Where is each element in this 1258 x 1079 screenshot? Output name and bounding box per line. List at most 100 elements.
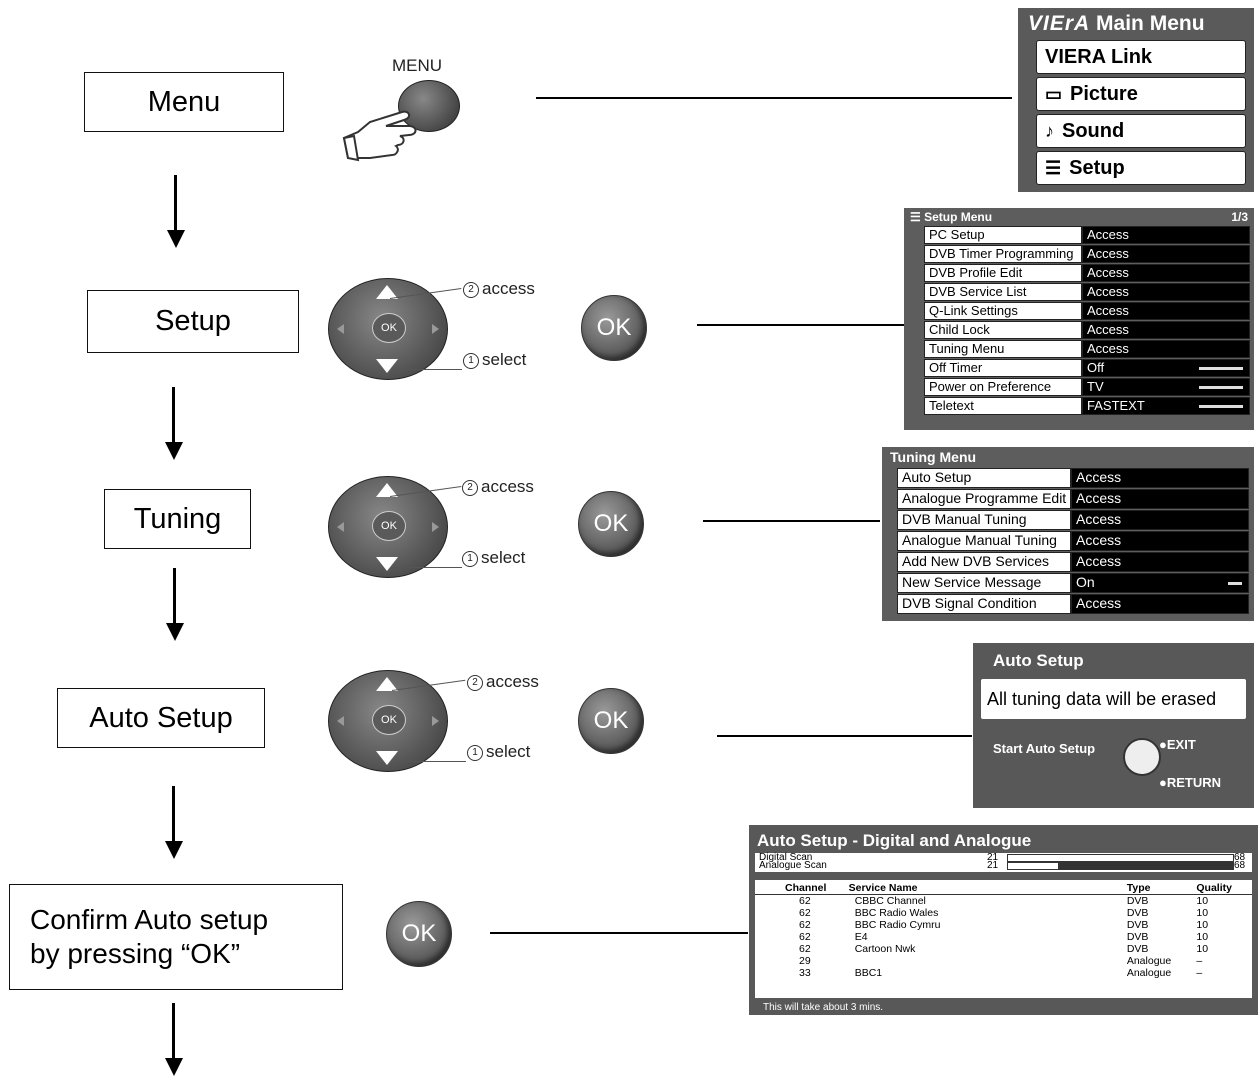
setup-menu-row-value[interactable]: TV (1082, 378, 1250, 396)
dpad-ok-button[interactable]: OK (372, 511, 406, 541)
dpad-tuning[interactable]: OK (328, 476, 448, 578)
ok-button-setup[interactable]: OK (581, 295, 647, 361)
main-menu-item-sound[interactable]: ♪Sound (1036, 114, 1246, 148)
step-confirm: Confirm Auto setup by pressing “OK” (9, 884, 343, 990)
menu-button[interactable] (398, 80, 460, 132)
main-menu-heading: Main Menu (1096, 12, 1205, 35)
digital-scan-label: Digital Scan (759, 852, 813, 863)
auto-setup-return[interactable]: ●RETURN (1159, 775, 1222, 790)
select-label: select (482, 350, 527, 369)
dpad-left-icon[interactable] (337, 522, 344, 532)
auto-setup-exit[interactable]: ●EXIT (1159, 737, 1196, 752)
tuning-menu-row-value[interactable]: On (1071, 573, 1249, 593)
tuning-menu-row-value[interactable]: Access (1071, 489, 1249, 509)
dpad-auto-setup[interactable]: OK (328, 670, 448, 772)
scan-table-cell: BBC1 (854, 967, 883, 979)
flow-arrow-2 (172, 387, 175, 443)
setup-menu-row-label: Q-Link Settings (924, 302, 1082, 320)
setup-menu-row-value[interactable]: Access (1082, 264, 1250, 282)
dpad-ok-button[interactable]: OK (372, 313, 406, 343)
dpad-right-icon[interactable] (432, 324, 439, 334)
dpad-up-icon[interactable] (376, 483, 398, 497)
select-leader (392, 369, 462, 370)
tuning-menu-row-value-text: On (1076, 574, 1095, 590)
scan-table-cell: DVB (1126, 931, 1149, 943)
ok-button-tuning[interactable]: OK (578, 491, 644, 557)
scan-table-cell (845, 955, 1123, 967)
tuning-menu-row-value-text: Access (1076, 595, 1122, 611)
scan-table-cell: 62 (799, 943, 811, 955)
setup-menu-row-value[interactable]: Access (1082, 302, 1250, 320)
dpad-left-icon[interactable] (337, 324, 344, 334)
ok-button-confirm[interactable]: OK (386, 901, 452, 967)
setup-menu-row-label: DVB Profile Edit (924, 264, 1082, 282)
setup-menu-row-value[interactable]: FASTEXT (1082, 397, 1250, 415)
scan-table-cell: 10 (1196, 943, 1209, 955)
option-slider-icon (1199, 386, 1243, 389)
flow-arrow-3-head (166, 623, 184, 641)
tuning-menu-row-value[interactable]: Access (1071, 468, 1249, 488)
setup-menu-row-value[interactable]: Access (1082, 245, 1250, 263)
main-menu-item-viera-link[interactable]: VIERA Link (1036, 40, 1246, 74)
setup-menu-row-value[interactable]: Access (1082, 283, 1250, 301)
dpad-up-icon[interactable] (376, 677, 398, 691)
setup-menu-row-value[interactable]: Access (1082, 226, 1250, 244)
sound-icon: ♪ (1045, 120, 1054, 141)
tuning-menu-row-value[interactable]: Access (1071, 510, 1249, 530)
setup-menu-row-value[interactable]: Off (1082, 359, 1250, 377)
scan-table-header-cell: Quality (1196, 882, 1232, 894)
dpad-setup[interactable]: OK (328, 278, 448, 380)
scan-progress-area: Digital Scan 21 68 Analogue Scan 21 68 (755, 853, 1252, 872)
tuning-menu-row-value[interactable]: Access (1071, 531, 1249, 551)
select-leader (392, 567, 462, 568)
access-number: 2 (467, 674, 483, 691)
scan-table-cell: DVB (1126, 895, 1149, 907)
tuning-menu-row-value[interactable]: Access (1071, 594, 1249, 614)
dpad-right-icon[interactable] (432, 522, 439, 532)
setup-menu-row-value[interactable]: Access (1082, 340, 1250, 358)
dpad-ok-button[interactable]: OK (372, 705, 406, 735)
scan-table-cell: Analogue (1126, 955, 1172, 967)
setup-menu-page: 1/3 (1231, 210, 1248, 224)
ok-button-auto-setup[interactable]: OK (578, 688, 644, 754)
scan-table-cell: E4 (854, 931, 868, 943)
dpad-up-icon[interactable] (376, 285, 398, 299)
auto-setup-start-label: Start Auto Setup (993, 741, 1096, 756)
dpad-down-icon[interactable] (376, 557, 398, 571)
tuning-menu-row-value[interactable]: Access (1071, 552, 1249, 572)
dpad-right-icon[interactable] (432, 716, 439, 726)
flow-arrow-4 (172, 786, 175, 842)
tuning-menu-row-label: Analogue Manual Tuning (897, 531, 1071, 551)
digital-scan-start: 21 (987, 852, 999, 863)
main-menu-item-setup[interactable]: ☰Setup (1036, 151, 1246, 185)
dpad-left-icon[interactable] (337, 716, 344, 726)
setup-menu-row-value[interactable]: Access (1082, 321, 1250, 339)
main-menu-item-picture[interactable]: ▭Picture (1036, 77, 1246, 111)
dpad-down-icon[interactable] (376, 751, 398, 765)
dpad-down-icon[interactable] (376, 359, 398, 373)
scan-table-cell: DVB (1126, 919, 1149, 931)
